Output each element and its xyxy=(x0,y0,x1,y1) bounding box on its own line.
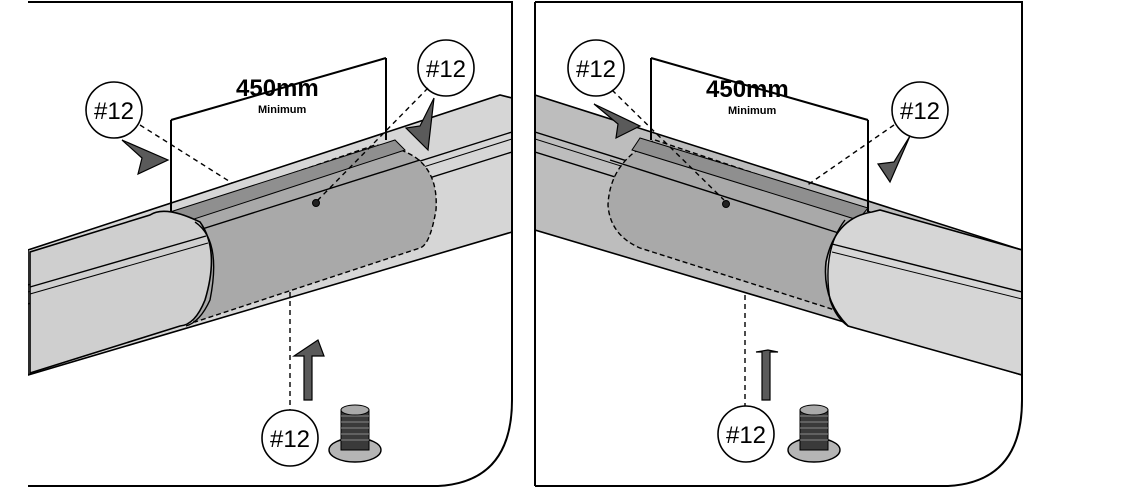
callout-right-bottom: #12 xyxy=(717,295,841,463)
insertion-arrow xyxy=(121,139,170,176)
sleeve-seam xyxy=(609,159,849,237)
tube-end-rim xyxy=(185,221,215,327)
right-panel: 450mm Minimum #12 #12 #12 xyxy=(534,1,1023,487)
tube-end-face xyxy=(29,210,213,375)
insertion-arrow xyxy=(593,103,642,140)
dimension-note: Minimum xyxy=(728,105,776,117)
tube-end-rim xyxy=(827,219,849,327)
rivet-hole xyxy=(722,200,730,208)
left-tube-assembly xyxy=(28,94,512,377)
callout-label: #12 xyxy=(270,426,310,453)
threaded-end-cap-icon xyxy=(787,404,841,463)
tube-front-ridge xyxy=(831,243,1022,293)
insertion-arrow xyxy=(755,349,779,401)
right-tube-assembly xyxy=(535,93,1022,377)
right-panel-frame xyxy=(534,1,1023,487)
dashed-guide-line xyxy=(805,124,895,187)
callout-label: #12 xyxy=(576,56,616,83)
right-dimension: 450mm Minimum xyxy=(650,57,869,212)
insertion-arrow xyxy=(876,135,911,184)
dashed-guide-line xyxy=(317,87,429,201)
tube-end-face xyxy=(824,209,1022,377)
callout-right-top: #12 xyxy=(567,39,725,201)
left-dimension: 450mm Minimum xyxy=(170,57,387,212)
left-panel-frame xyxy=(28,1,513,487)
tube-front-ridge-inner xyxy=(831,251,1022,300)
tube-front-ridge-inner xyxy=(29,242,209,295)
dimension-value: 450mm xyxy=(236,75,319,102)
threaded-end-cap-icon xyxy=(328,404,382,463)
rivet-hole xyxy=(312,199,320,207)
sleeve-seam xyxy=(179,159,421,237)
insertion-arrow xyxy=(292,339,325,401)
callout-label: #12 xyxy=(900,98,940,125)
callout-left-bottom: #12 xyxy=(261,292,382,467)
insertion-arrow xyxy=(404,97,435,152)
dimension-note: Minimum xyxy=(258,104,306,116)
tube-front-ridge xyxy=(29,235,207,288)
callout-label: #12 xyxy=(94,98,134,125)
left-panel: 450mm Minimum #12 #12 #12 xyxy=(28,1,513,487)
dashed-guide-line xyxy=(611,89,725,201)
callout-right-side: #12 xyxy=(805,81,949,187)
dashed-guide-line xyxy=(139,124,233,184)
callout-label: #12 xyxy=(426,56,466,83)
dimension-value: 450mm xyxy=(706,76,789,103)
callout-label: #12 xyxy=(726,422,766,449)
callout-left-top: #12 xyxy=(317,39,475,201)
callout-left-side: #12 xyxy=(85,81,233,184)
